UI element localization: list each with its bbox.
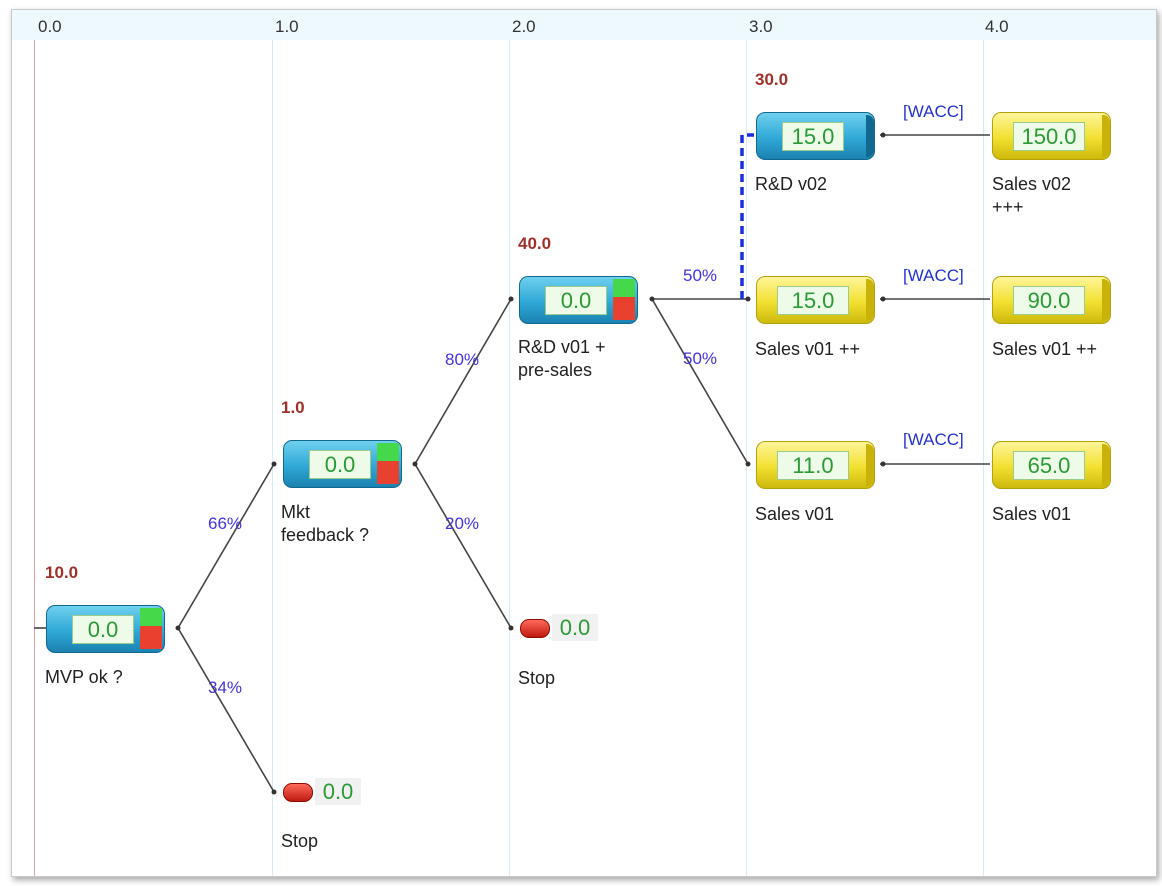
node-value: 150.0	[1013, 122, 1085, 151]
branch-probability: 66%	[208, 514, 243, 533]
tree-connectors	[34, 132, 990, 795]
time-axis-bar: 0.0 1.0 2.0 3.0 4.0	[12, 10, 1156, 40]
connector-line	[414, 298, 512, 465]
node-value: 15.0	[782, 122, 844, 151]
node-value: 11.0	[777, 451, 849, 480]
connector-line	[177, 627, 275, 793]
node-label: Stop	[518, 668, 556, 688]
discount-label: [WACC]	[903, 430, 964, 449]
node-header-value: 30.0	[755, 70, 789, 89]
chance-indicator-green	[377, 443, 399, 461]
timeline-divider	[34, 40, 35, 876]
junction-dot	[880, 296, 886, 302]
outcome-node-sales-v02[interactable]: 150.0	[992, 112, 1111, 160]
junction-dot	[271, 789, 277, 795]
branch-probability: 20%	[445, 514, 480, 533]
node-label: R&D v01 + pre-sales	[518, 336, 606, 382]
node-end-cap	[1102, 115, 1110, 157]
branch-probability: 80%	[445, 350, 480, 369]
node-value: 0.0	[72, 615, 134, 644]
node-label: Sales v01 ++	[992, 339, 1098, 359]
option-link-dashed	[740, 133, 754, 299]
node-label-line: Sales v02	[992, 174, 1072, 194]
node-end-cap	[1102, 444, 1110, 486]
chance-indicator-red	[613, 297, 635, 320]
branch-probability: 50%	[683, 349, 718, 368]
axis-tick-1: 1.0	[275, 17, 299, 36]
chance-node-mkt-feedback[interactable]: 0.0	[283, 440, 402, 488]
discount-label: [WACC]	[903, 266, 964, 285]
axis-tick-4: 4.0	[985, 17, 1009, 36]
node-header-value: 40.0	[518, 234, 552, 253]
node-value: 90.0	[1013, 286, 1085, 315]
node-label: Sales v02 +++	[992, 173, 1071, 219]
stop-node-icon[interactable]	[520, 619, 550, 638]
node-label-line: +++	[992, 197, 1024, 217]
connector-line	[651, 298, 749, 465]
chance-indicator-green	[140, 608, 162, 626]
junction-dot	[745, 461, 751, 467]
decision-node-rd-v02[interactable]: 15.0	[756, 112, 875, 160]
node-label: Sales v01 ++	[755, 339, 861, 359]
node-end-cap	[866, 115, 874, 157]
chance-indicator-red	[140, 626, 162, 649]
node-end-cap	[866, 444, 874, 486]
junction-dot	[649, 296, 655, 302]
node-label: Stop	[281, 831, 319, 851]
stop-node-value: 0.0	[315, 778, 361, 805]
chance-node-rd-v01[interactable]: 0.0	[519, 276, 638, 324]
node-label-line: Mkt	[281, 502, 310, 522]
chance-indicator-green	[613, 279, 635, 297]
stop-node-value: 0.0	[552, 614, 598, 641]
node-end-cap	[866, 279, 874, 321]
node-label: R&D v02	[755, 174, 828, 194]
stop-node-icon[interactable]	[283, 783, 313, 802]
junction-dot	[880, 461, 886, 467]
branch-probability: 50%	[683, 266, 718, 285]
timeline-divider	[509, 40, 510, 876]
node-label: MVP ok ?	[45, 667, 123, 687]
outcome-node-sales-v01-plus[interactable]: 15.0	[756, 276, 875, 324]
node-label: Sales v01	[992, 504, 1072, 524]
outcome-node-sales-v01-plus-final[interactable]: 90.0	[992, 276, 1111, 324]
junction-dot	[175, 625, 181, 631]
node-value: 15.0	[777, 286, 849, 315]
junction-dot	[880, 132, 886, 138]
junction-dot	[412, 461, 418, 467]
axis-tick-0: 0.0	[38, 17, 62, 36]
chance-node-mvp[interactable]: 0.0	[46, 605, 165, 653]
connector-line	[177, 463, 275, 629]
node-value: 65.0	[1013, 451, 1085, 480]
outcome-node-sales-v01-final[interactable]: 65.0	[992, 441, 1111, 489]
timeline-divider	[746, 40, 747, 876]
node-value: 0.0	[309, 450, 371, 479]
node-header-value: 10.0	[45, 563, 79, 582]
axis-tick-3: 3.0	[749, 17, 773, 36]
node-value: 0.0	[545, 286, 607, 315]
node-label-line: R&D v01 +	[518, 337, 606, 357]
node-label-line: pre-sales	[518, 360, 593, 380]
connector-line	[414, 463, 512, 629]
chance-indicator-red	[377, 461, 399, 484]
decision-tree-canvas: 0.0 1.0 2.0 3.0 4.0	[11, 9, 1157, 877]
branch-probability: 34%	[208, 678, 243, 697]
junction-dot	[271, 461, 277, 467]
node-label: Mkt feedback ?	[281, 501, 369, 547]
junction-dot	[508, 625, 514, 631]
timeline-divider	[272, 40, 273, 876]
discount-label: [WACC]	[903, 102, 964, 121]
timeline-divider	[983, 40, 984, 876]
outcome-node-sales-v01[interactable]: 11.0	[756, 441, 875, 489]
node-header-value: 1.0	[281, 398, 305, 417]
node-label-line: feedback ?	[281, 525, 370, 545]
junction-dot	[745, 296, 751, 302]
node-end-cap	[1102, 279, 1110, 321]
axis-tick-2: 2.0	[512, 17, 536, 36]
junction-dot	[508, 296, 514, 302]
node-label: Sales v01	[755, 504, 835, 524]
